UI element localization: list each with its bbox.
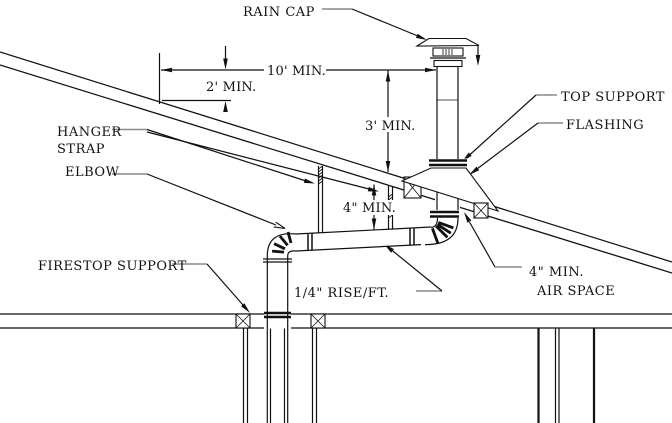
- ceiling-joist-right: [310, 313, 326, 329]
- dim-3ft-min: 3' MIN.: [365, 119, 416, 134]
- dim-10ft-min: 10' MIN.: [267, 64, 326, 79]
- flue-horizontal-pipe: [295, 226, 432, 252]
- dim-3ft-text-bg: [362, 117, 417, 132]
- dim-2ft-min: 2' MIN.: [206, 80, 257, 95]
- rain-cap: [415, 37, 480, 68]
- rafter-section-right: [473, 202, 489, 219]
- label-top-support: TOP SUPPORT: [561, 90, 665, 105]
- top-support-band: [429, 158, 467, 167]
- elbow-left: [266, 231, 297, 257]
- vent-pipe-lower: [263, 256, 292, 423]
- label-air-space-line1: 4" MIN.: [529, 265, 584, 280]
- label-flashing: FLASHING: [566, 118, 644, 133]
- label-rain-cap: RAIN CAP: [243, 5, 315, 20]
- roof-deck: [0, 51, 672, 274]
- label-hanger-strap-line2: STRAP: [57, 142, 105, 157]
- label-elbow: ELBOW: [65, 165, 120, 180]
- chimney-pipe-upper: [436, 66, 459, 159]
- label-air-space-line2: AIR SPACE: [536, 284, 615, 299]
- label-rise-per-foot: 1/4" RISE/FT.: [294, 286, 389, 301]
- ceiling-joist-left: [235, 313, 251, 329]
- dim-4in-text-bg: [341, 200, 396, 215]
- flashing-cone: [400, 167, 500, 213]
- leader-lines: [112, 8, 563, 313]
- elbow-right: [424, 217, 459, 246]
- pipe-joint-band: [430, 210, 459, 218]
- ceiling: [0, 313, 672, 329]
- firestop-plate: [264, 311, 291, 319]
- wall-studs: [242, 328, 596, 423]
- dim-4in-min: 4" MIN.: [343, 201, 396, 216]
- label-firestop-support: FIRESTOP SUPPORT: [38, 259, 187, 274]
- label-hanger-strap-line1: HANGER: [57, 125, 122, 140]
- dimension-lines-left: [158, 45, 481, 112]
